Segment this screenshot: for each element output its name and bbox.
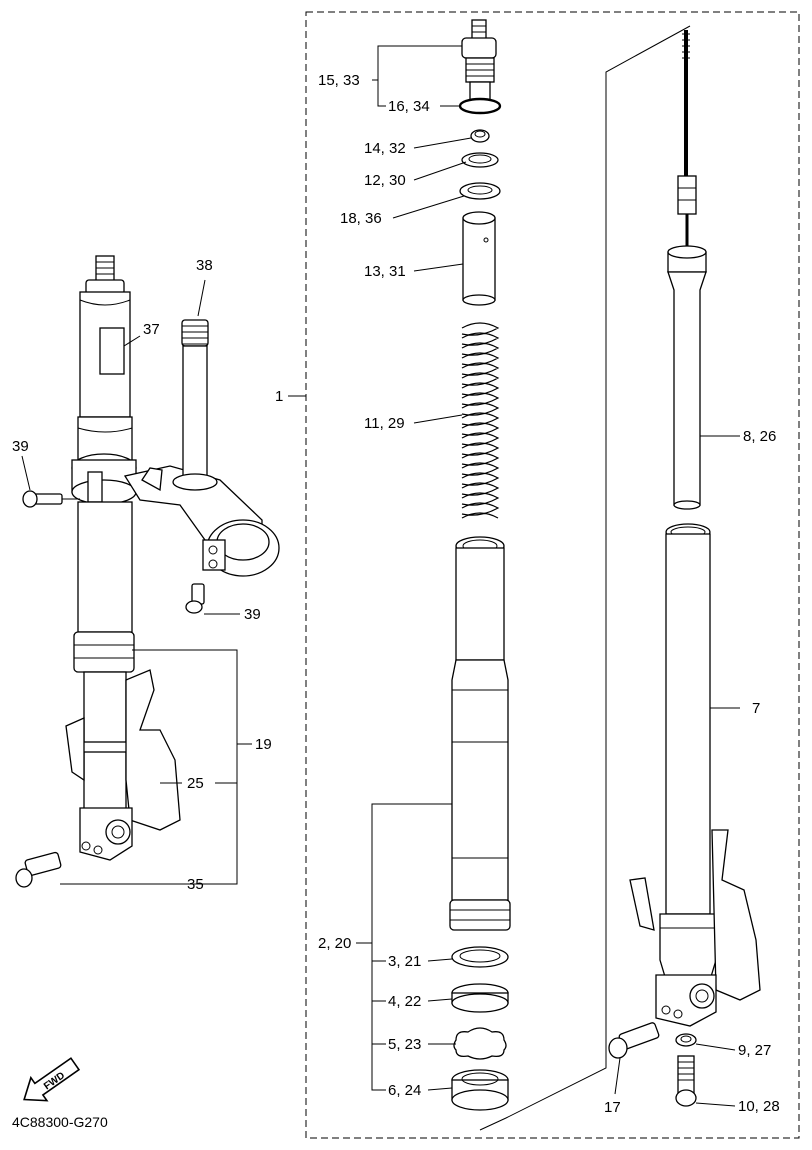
callout-19: 19 xyxy=(255,736,272,753)
leader-lines xyxy=(21,25,740,1131)
right-column-parts xyxy=(608,30,761,1107)
assembly-boundary-dashed xyxy=(305,11,800,1139)
callout-17: 17 xyxy=(604,1099,621,1116)
callout-16-34: 16, 34 xyxy=(388,98,430,115)
diagram-code: 4C88300-G270 xyxy=(12,1114,108,1130)
callout-5-23: 5, 23 xyxy=(388,1036,421,1053)
callout-1: 1 xyxy=(275,388,283,405)
callout-39-top: 39 xyxy=(12,438,29,455)
callout-10-28: 10, 28 xyxy=(738,1098,780,1115)
callout-25: 25 xyxy=(187,775,204,792)
callout-6-24: 6, 24 xyxy=(388,1082,421,1099)
callout-39-bottom: 39 xyxy=(244,606,261,623)
callout-9-27: 9, 27 xyxy=(738,1042,771,1059)
callout-37: 37 xyxy=(143,321,160,338)
center-column-parts xyxy=(449,19,511,1111)
callout-2-20: 2, 20 xyxy=(318,935,351,952)
callout-4-22: 4, 22 xyxy=(388,993,421,1010)
callout-13-31: 13, 31 xyxy=(364,263,406,280)
callout-11-29: 11, 29 xyxy=(364,415,405,432)
fwd-direction-arrow: FWD xyxy=(23,1057,81,1102)
callout-38: 38 xyxy=(196,257,213,274)
callout-3-21: 3, 21 xyxy=(388,953,421,970)
callout-18-36: 18, 36 xyxy=(340,210,382,227)
callout-12-30: 12, 30 xyxy=(364,172,406,189)
callout-14-32: 14, 32 xyxy=(364,140,406,157)
assembled-fork-illustration xyxy=(15,255,280,888)
callout-35: 35 xyxy=(187,876,204,893)
callout-15-33: 15, 33 xyxy=(318,72,360,89)
callout-8-26: 8, 26 xyxy=(743,428,776,445)
callout-7: 7 xyxy=(752,700,760,717)
fork-spring xyxy=(461,322,500,519)
callout-labels: 1 15, 33 16, 34 14, 32 12, 30 18, 36 13,… xyxy=(12,72,780,1116)
